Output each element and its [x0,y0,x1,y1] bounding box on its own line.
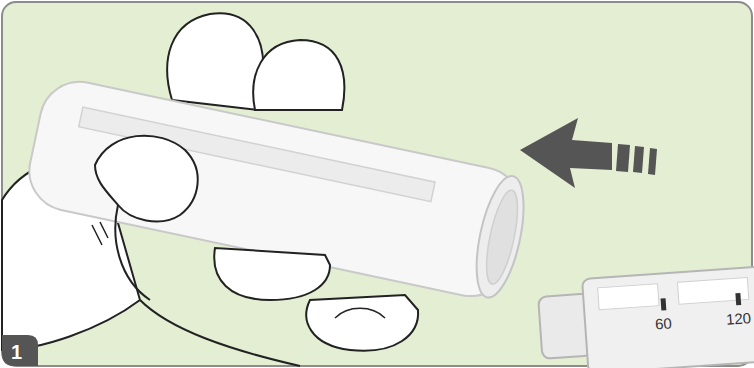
finger [253,40,344,110]
dose-number: 60 [654,315,672,331]
dose-mark [661,298,667,310]
skin-crease [92,222,108,245]
finger [167,13,263,110]
cap-opening-inner [480,188,523,287]
step-number: 1 [11,342,22,362]
dose-mark [735,293,741,305]
finger [306,295,418,351]
dose-number: 120 [726,310,752,327]
arrow-dash [616,144,630,172]
medicine-vial [537,266,754,368]
step-badge [2,335,38,366]
arrow-dash [633,146,644,173]
hand-edge [140,300,300,366]
fingernail [335,308,385,318]
cap-body [22,74,528,303]
thumb [95,136,198,222]
thumb-edge [115,205,150,300]
finger [214,248,330,300]
pen-cap [22,74,533,304]
arrow-dash [648,148,657,175]
cap-opening [468,172,533,302]
vial-body [582,266,754,368]
direction-arrow [520,118,612,188]
vial-window [598,284,659,310]
